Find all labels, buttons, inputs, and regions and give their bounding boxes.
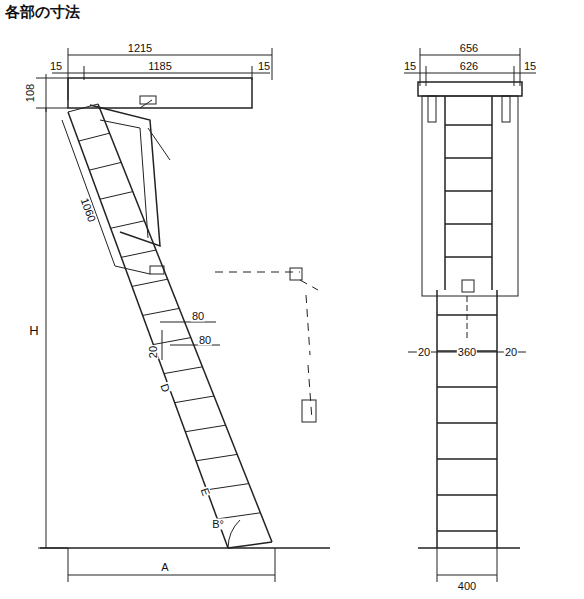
dimension-label: 80 <box>191 311 205 322</box>
dimension-label: 400 <box>457 581 477 592</box>
dimension-label: 20 <box>148 345 159 359</box>
dimension-label: 656 <box>459 43 479 54</box>
dimension-label: H <box>28 324 39 337</box>
dimension-label: 20 <box>504 347 518 358</box>
dimension-label: A <box>160 562 169 573</box>
dimension-label: B° <box>211 519 225 530</box>
dimension-label: 20 <box>417 347 431 358</box>
dimension-label: 1060 <box>78 196 97 225</box>
title: 各部の寸法 <box>5 3 80 22</box>
dimension-label: 15 <box>257 61 271 72</box>
dimension-label: 80 <box>198 335 212 346</box>
dimension-label: 626 <box>459 61 479 72</box>
dimension-label: 108 <box>25 83 36 103</box>
dimension-label: 15 <box>523 61 537 72</box>
dimension-label: 1215 <box>127 43 153 54</box>
dimension-label: 15 <box>403 61 417 72</box>
dimension-label: 360 <box>457 347 477 358</box>
dimension-label: 1185 <box>147 61 173 72</box>
dimension-label: 15 <box>49 61 63 72</box>
dimension-label: D <box>158 381 172 394</box>
